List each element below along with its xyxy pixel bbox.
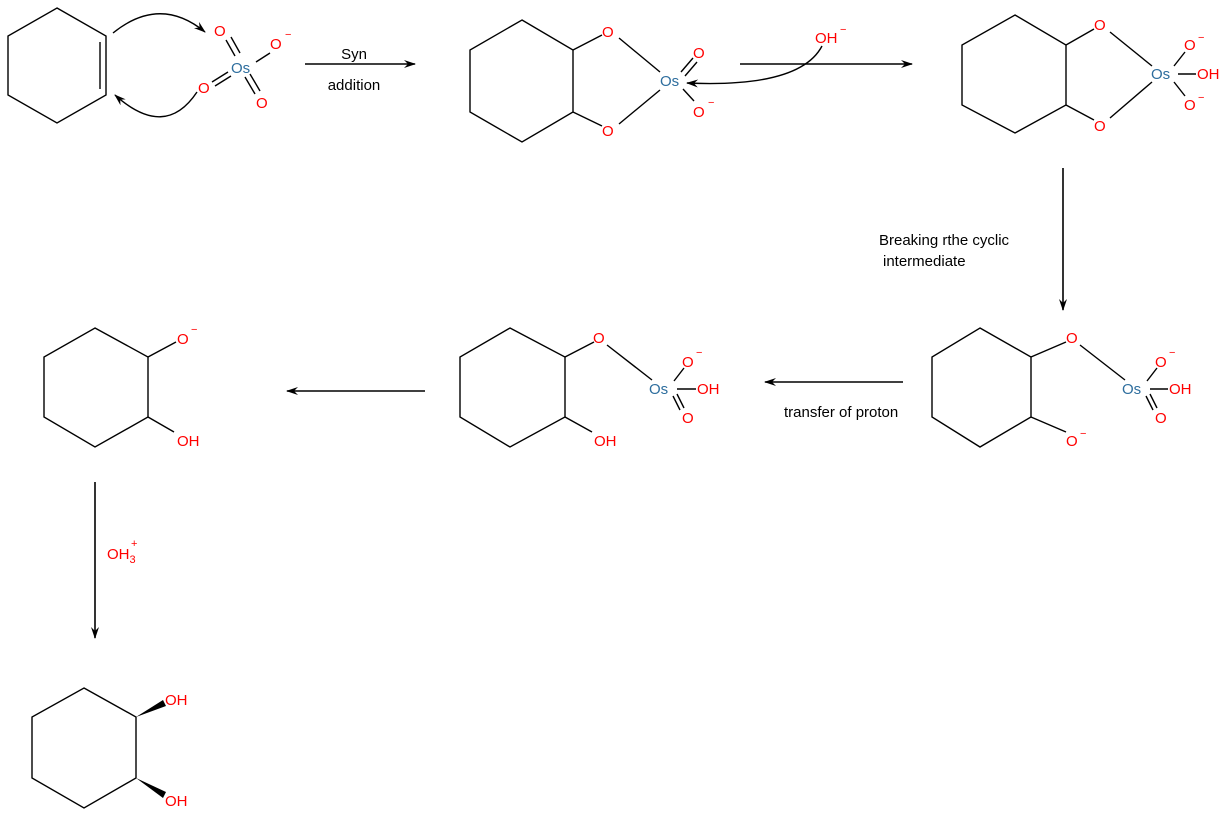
oxygen-atom: O — [198, 80, 210, 97]
hydroxyl-group: OH — [594, 433, 617, 450]
step-label: intermediate — [883, 253, 966, 270]
oxygen-atom: O — [593, 330, 605, 347]
osmium-tetroxide: O O − Os O O — [198, 23, 291, 112]
oxygen-atom: O — [1066, 330, 1078, 347]
oxygen-atom: O — [682, 410, 694, 427]
negative-charge: − — [285, 29, 291, 41]
oxygen-atom: O — [602, 123, 614, 140]
oxygen-atom: O — [1155, 410, 1167, 427]
oxygen-atom: O — [693, 45, 705, 62]
osmium-atom: Os — [660, 73, 679, 90]
oxygen-atom: O — [256, 95, 268, 112]
oxygen-atom: O — [270, 36, 282, 53]
hydroxyl-group: OH — [1169, 381, 1192, 398]
osmium-atom: Os — [231, 60, 250, 77]
oxygen-atom: O — [682, 354, 694, 371]
osmate-hydroxide-intermediate: O O Os O − OH O − — [961, 14, 1220, 135]
oxygen-atom: O — [214, 23, 226, 40]
open-osmate-alkoxide: O O − Os O − OH O — [931, 327, 1192, 450]
cis-cyclohexane-diol: OH OH — [31, 687, 188, 810]
subscript-3: 3 — [130, 554, 136, 566]
negative-charge: − — [1080, 428, 1086, 440]
protonated-osmate-ester: O Os O − OH O OH — [459, 327, 720, 450]
oxygen-atom: O — [1094, 17, 1106, 34]
step-label: Breaking rthe cyclic — [879, 232, 1010, 249]
cyclic-osmate-ester: O O Os O O − — [469, 19, 714, 143]
oxygen-atom: O — [177, 331, 189, 348]
osmium-atom: Os — [1122, 381, 1141, 398]
hydroxyl-group: OH — [165, 793, 188, 810]
oxygen-atom: O — [1155, 354, 1167, 371]
oxygen-atom: O — [602, 24, 614, 41]
osmium-atom: Os — [649, 381, 668, 398]
oxygen-atom: O — [1066, 433, 1078, 450]
osmium-atom: Os — [1151, 66, 1170, 83]
curved-arrow-alkene-to-oxygen — [112, 13, 206, 34]
oxygen-atom: O — [693, 104, 705, 121]
oxygen-atom: O — [1184, 97, 1196, 114]
hydroxide-ion: OH — [815, 30, 838, 47]
negative-charge: − — [708, 97, 714, 109]
hydroxyl-group: OH — [697, 381, 720, 398]
oxygen-atom: O — [1184, 37, 1196, 54]
positive-charge: + — [131, 538, 137, 550]
negative-charge: − — [696, 347, 702, 359]
curved-arrow-oxygen-to-alkene — [114, 91, 198, 118]
negative-charge: − — [1198, 32, 1204, 44]
svg-text:OH3: OH3 — [107, 546, 136, 566]
oxygen-atom: O — [1094, 118, 1106, 135]
hydronium-label: OH — [107, 546, 130, 563]
step-label: addition — [328, 77, 381, 94]
negative-charge: − — [1198, 92, 1204, 104]
hydroxyl-group: OH — [165, 692, 188, 709]
curved-arrow-hydroxide-to-osmium — [686, 45, 823, 88]
cyclohexene — [7, 7, 107, 124]
negative-charge: − — [1169, 347, 1175, 359]
hydroxyl-group: OH — [1197, 66, 1220, 83]
negative-charge: − — [840, 24, 846, 36]
hydroxy-alkoxide: O − OH — [43, 324, 200, 450]
step-label: transfer of proton — [784, 404, 898, 421]
step-label: Syn — [341, 46, 367, 63]
hydroxyl-group: OH — [177, 433, 200, 450]
hydronium-reagent: OH3 + — [107, 538, 137, 566]
negative-charge: − — [191, 324, 197, 336]
